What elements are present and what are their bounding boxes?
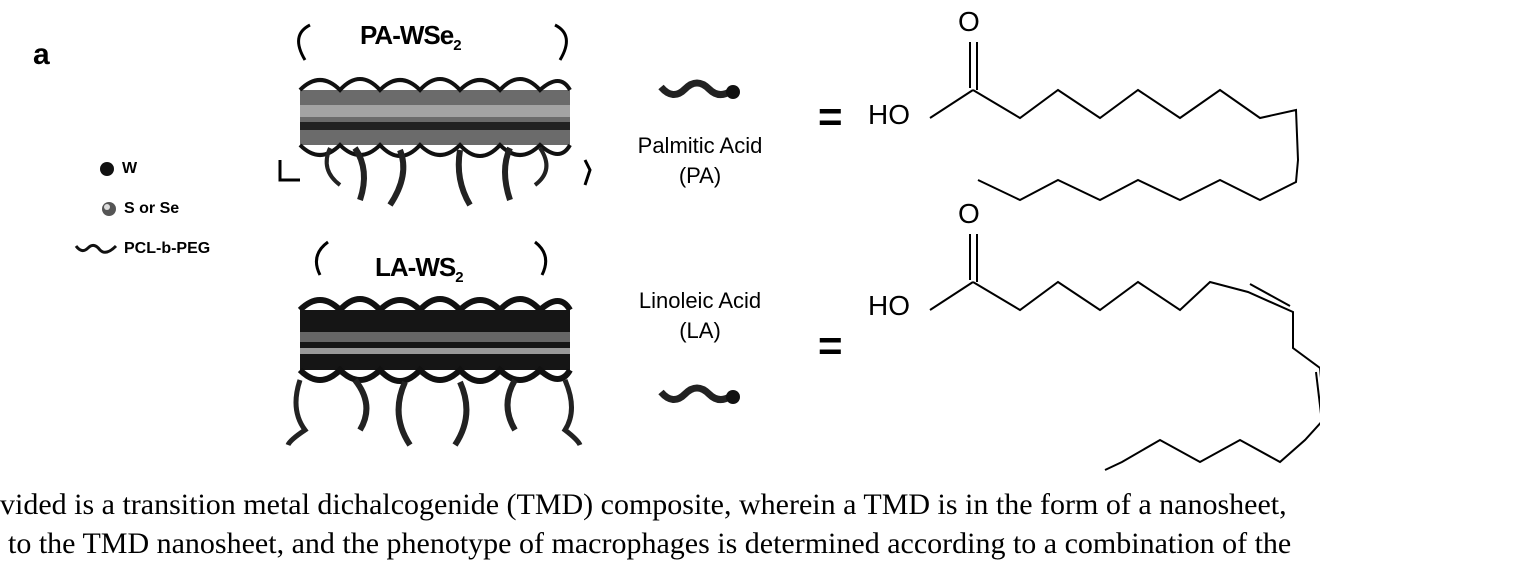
- pa-wse2-nanosheet: [280, 79, 590, 205]
- la-bracket-left: [316, 242, 328, 275]
- pa-label: Palmitic Acid (PA): [590, 131, 810, 191]
- la-abbr: (LA): [590, 316, 810, 346]
- pa-wse2-title: PA-WSe2: [360, 20, 461, 54]
- pa-title-subscript: 2: [453, 37, 460, 54]
- la-ws2-title: LA-WS2: [375, 252, 463, 286]
- legend: W S or Se PCL-b-PEG: [98, 160, 210, 258]
- la-equals: =: [818, 322, 843, 370]
- la-bracket-right: [535, 242, 546, 275]
- pa-bracket-right: [555, 25, 566, 60]
- body-text-line-1: vided is a transition metal dichalcogeni…: [0, 485, 1517, 524]
- la-title-text: LA-WS: [375, 252, 455, 282]
- palmitic-acid-structure: [930, 42, 1298, 200]
- body-text-line-2: to the TMD nanosheet, and the phenotype …: [8, 524, 1517, 563]
- black-sphere-icon: [98, 160, 116, 178]
- la-chain-icon: [655, 380, 745, 410]
- pa-name: Palmitic Acid: [590, 131, 810, 161]
- pa-abbr: (PA): [590, 161, 810, 191]
- linoleic-acid-structure: [930, 234, 1320, 470]
- la-title-subscript: 2: [455, 269, 462, 286]
- chemical-structures: [900, 30, 1320, 480]
- legend-item-polymer: PCL-b-PEG: [74, 240, 210, 258]
- polymer-chain-icon: [74, 242, 118, 256]
- gray-sphere-icon: [100, 200, 118, 218]
- pa-bracket-left: [299, 25, 310, 60]
- legend-label-w: W: [122, 160, 137, 178]
- panel-letter: a: [33, 38, 50, 72]
- la-label: Linoleic Acid (LA): [590, 286, 810, 346]
- la-ws2-nanosheet: [288, 299, 580, 445]
- legend-item-s-se: S or Se: [100, 200, 210, 218]
- legend-label-polymer: PCL-b-PEG: [124, 240, 210, 258]
- pa-title-text: PA-WSe: [360, 20, 453, 50]
- pa-chain-icon: [655, 75, 745, 105]
- body-text: vided is a transition metal dichalcogeni…: [0, 485, 1517, 563]
- pa-equals: =: [818, 93, 843, 141]
- nanosheet-illustrations: [260, 20, 610, 460]
- la-name: Linoleic Acid: [590, 286, 810, 316]
- legend-item-w: W: [98, 160, 210, 178]
- legend-label-s-se: S or Se: [124, 200, 179, 218]
